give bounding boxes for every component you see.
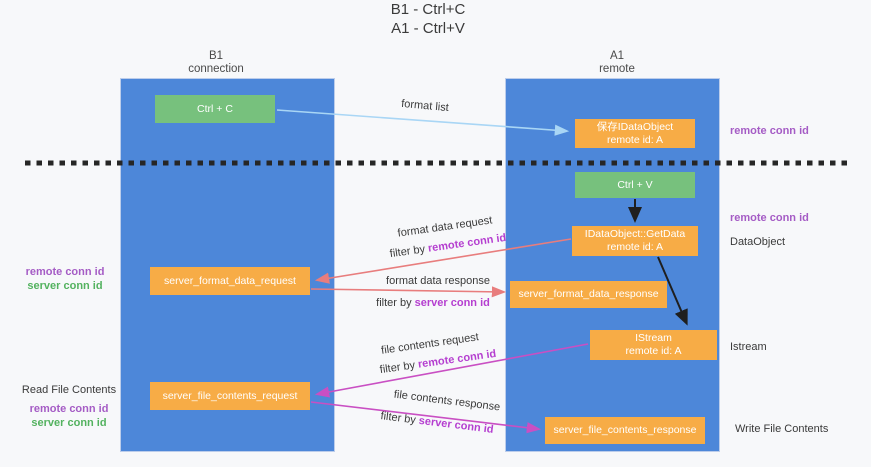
node-server-format-data-request: server_format_data_request bbox=[150, 267, 310, 295]
lifeline-a1-name: A1 bbox=[609, 50, 625, 62]
read-file-contents-label: Read File Contents bbox=[21, 384, 117, 396]
server-conn-id-label-left-format: server conn id bbox=[27, 280, 103, 292]
remote-conn-id-label-left-format: remote conn id bbox=[25, 266, 105, 278]
node-server-file-contents-request: server_file_contents_request bbox=[150, 382, 310, 410]
server-conn-id-label-left-file: server conn id bbox=[31, 417, 107, 429]
node-istream-line2: remote id: A bbox=[625, 345, 682, 357]
istream-label: Istream bbox=[730, 341, 767, 353]
remote-conn-id-highlight: remote conn id bbox=[427, 231, 507, 255]
left-file-labels: Read File Contents remote conn id server… bbox=[14, 383, 124, 430]
remote-conn-id-label-top-right: remote conn id bbox=[730, 125, 809, 137]
format-list-label: format list bbox=[400, 97, 450, 115]
node-ctrl-c-label: Ctrl + C bbox=[197, 102, 233, 115]
filter-by-text: filter by bbox=[376, 297, 415, 309]
node-server-format-data-response: server_format_data_response bbox=[510, 281, 667, 308]
node-getdata-line1: IDataObject::GetData bbox=[584, 228, 686, 240]
node-idataobject-getdata: IDataObject::GetData remote id: A bbox=[572, 226, 698, 256]
format-data-response-label: format data response bbox=[386, 275, 490, 287]
filter-by-text: filter by bbox=[379, 358, 419, 377]
node-server-file-contents-response: server_file_contents_response bbox=[545, 417, 705, 444]
write-file-contents-label: Write File Contents bbox=[735, 423, 829, 435]
diagram-title: B1 - Ctrl+C A1 - Ctrl+V bbox=[0, 0, 856, 38]
lifeline-b1-role: connection bbox=[188, 63, 244, 75]
node-format-request-label: server_format_data_request bbox=[164, 274, 296, 287]
filter-by-text: filter by bbox=[379, 410, 420, 427]
lifeline-a1-header: A1 remote bbox=[567, 50, 667, 76]
lifeline-b1-name: B1 bbox=[208, 50, 224, 62]
node-getdata-line2: remote id: A bbox=[606, 241, 664, 253]
node-file-response-label: server_file_contents_response bbox=[553, 424, 697, 436]
lifeline-b1-header: B1 connection bbox=[166, 50, 266, 76]
server-conn-id-highlight: server conn id bbox=[418, 414, 495, 436]
dataobject-label: DataObject bbox=[730, 236, 786, 248]
node-format-response-label: server_format_data_response bbox=[518, 288, 659, 300]
remote-conn-id-label-mid-right: remote conn id bbox=[730, 212, 809, 224]
remote-conn-id-label-left-file: remote conn id bbox=[29, 403, 109, 415]
node-file-request-label: server_file_contents_request bbox=[162, 389, 298, 402]
left-format-conn-ids: remote conn id server conn id bbox=[10, 265, 120, 293]
remote-conn-id-highlight: remote conn id bbox=[417, 347, 497, 371]
node-istream: IStream remote id: A bbox=[590, 330, 717, 360]
server-conn-id-highlight: server conn id bbox=[414, 297, 490, 309]
node-save-idataobject-line1: 保存IDataObject bbox=[596, 120, 674, 133]
node-ctrl-c: Ctrl + C bbox=[155, 95, 275, 123]
node-ctrl-v: Ctrl + V bbox=[575, 172, 695, 198]
format-response-filter-label: filter by server conn id bbox=[343, 297, 523, 309]
node-save-idataobject-line2: remote id: A bbox=[606, 133, 664, 146]
node-istream-line1: IStream bbox=[635, 332, 672, 344]
format-response-arrow bbox=[310, 286, 507, 298]
node-save-idataobject: 保存IDataObject remote id: A bbox=[575, 119, 695, 148]
diagram-title-line1: B1 - Ctrl+C bbox=[390, 1, 466, 18]
diagram-title-line2: A1 - Ctrl+V bbox=[391, 20, 465, 37]
filter-by-text: filter by bbox=[389, 242, 429, 261]
node-ctrl-v-label: Ctrl + V bbox=[617, 178, 653, 191]
lifeline-a1-role: remote bbox=[599, 63, 635, 75]
